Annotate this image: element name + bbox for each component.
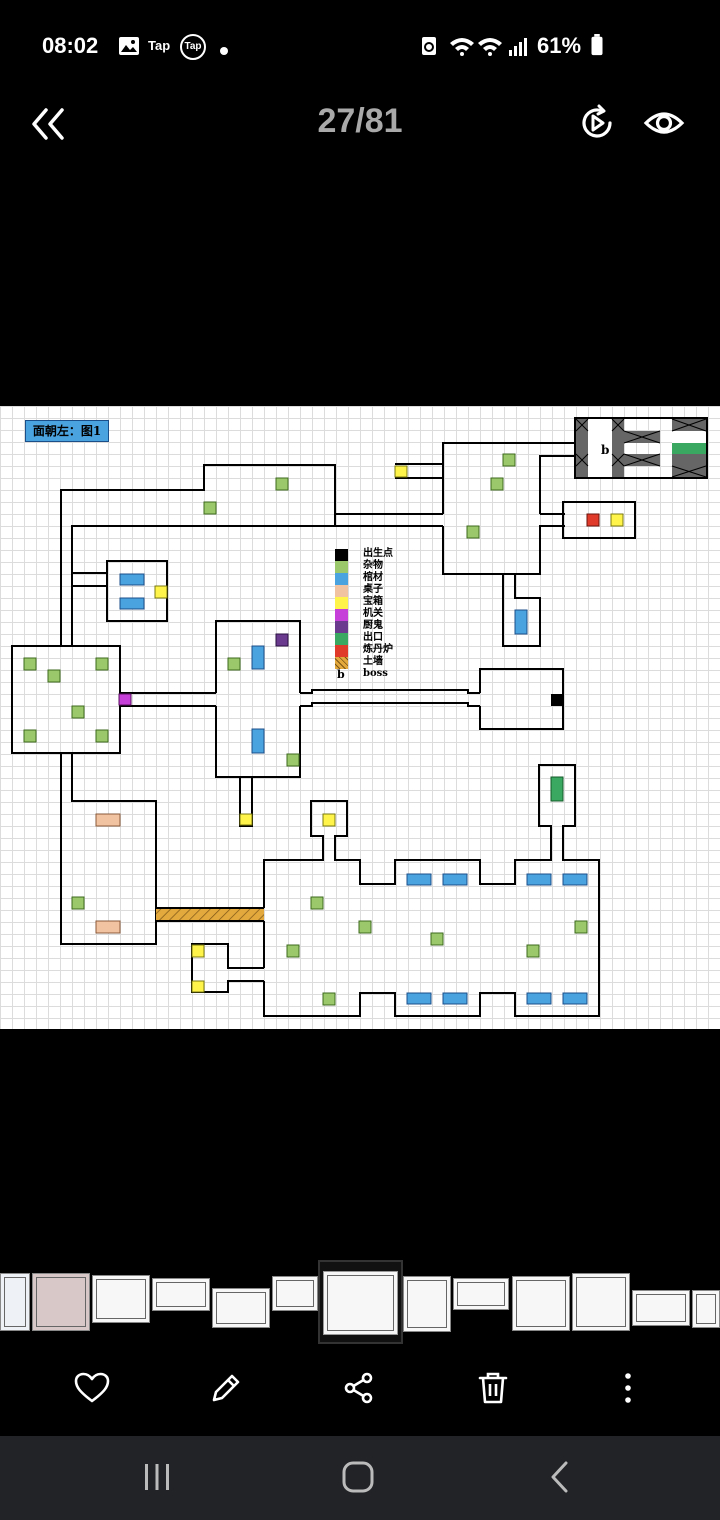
legend-swatch bbox=[335, 645, 348, 657]
wifi-warning-icon bbox=[450, 38, 474, 56]
legend-swatch bbox=[335, 585, 348, 597]
thumbnail[interactable] bbox=[272, 1276, 318, 1311]
thumbnail[interactable] bbox=[572, 1273, 630, 1331]
recent-apps-button[interactable] bbox=[127, 1454, 187, 1500]
thumbnail[interactable] bbox=[0, 1273, 30, 1331]
battery-icon bbox=[591, 34, 603, 56]
thumbnail[interactable] bbox=[512, 1276, 570, 1331]
page-counter: 27/81 bbox=[317, 102, 403, 140]
back-button[interactable] bbox=[22, 100, 74, 148]
navigation-bar bbox=[0, 1436, 720, 1520]
legend-label: 出生点 bbox=[363, 548, 393, 559]
mechanism-marker bbox=[118, 693, 132, 706]
legend-label: 桌子 bbox=[363, 584, 383, 595]
thumbnail-selected[interactable] bbox=[318, 1260, 403, 1344]
exit-marker bbox=[550, 776, 564, 802]
map-title: 面朝左：图1 bbox=[25, 420, 109, 442]
map-image[interactable]: b bbox=[0, 406, 720, 1029]
chest-markers bbox=[154, 465, 624, 993]
legend-swatch bbox=[335, 633, 348, 645]
tap-app-icon: Tap bbox=[148, 38, 171, 53]
legend-swatch bbox=[335, 597, 348, 609]
home-button[interactable] bbox=[328, 1454, 388, 1500]
thumbnail[interactable] bbox=[323, 1271, 398, 1335]
delete-button[interactable] bbox=[465, 1365, 521, 1411]
legend-symbol: b bbox=[337, 668, 345, 681]
wifi-icon bbox=[478, 38, 502, 56]
legend-swatch bbox=[335, 561, 348, 573]
more-options-button[interactable] bbox=[600, 1365, 656, 1411]
legend-label: 棺材 bbox=[363, 572, 383, 583]
legend-label: 土墙 bbox=[363, 656, 383, 667]
heart-icon bbox=[74, 1372, 110, 1403]
thumbnail[interactable] bbox=[212, 1288, 270, 1328]
thumbnail[interactable] bbox=[152, 1278, 210, 1311]
boss-marker: b bbox=[601, 443, 609, 457]
legend-swatch bbox=[335, 657, 348, 669]
rotate-play-icon bbox=[582, 104, 612, 138]
trash-icon bbox=[478, 1372, 508, 1404]
thumbnail[interactable] bbox=[403, 1276, 451, 1332]
more-vertical-icon bbox=[625, 1373, 631, 1403]
thumbnail[interactable] bbox=[92, 1275, 150, 1323]
tap-app-icon-2: Tap bbox=[180, 34, 206, 60]
gallery-icon bbox=[119, 37, 139, 55]
signal-icon bbox=[509, 38, 527, 56]
thumbnail-strip[interactable] bbox=[0, 1258, 720, 1348]
status-time: 08:02 bbox=[42, 33, 99, 58]
legend-label: 出口 bbox=[363, 632, 383, 643]
eye-button[interactable] bbox=[640, 100, 688, 146]
thumbnail[interactable] bbox=[632, 1290, 690, 1326]
dirt-wall bbox=[156, 909, 264, 920]
recycle-icon bbox=[422, 37, 436, 55]
ghost-marker bbox=[275, 633, 289, 647]
legend-swatch bbox=[335, 573, 348, 585]
legend-swatch bbox=[335, 609, 348, 621]
legend-label: 炼丹炉 bbox=[363, 644, 393, 655]
legend-label: boss bbox=[363, 668, 388, 679]
share-button[interactable] bbox=[331, 1365, 387, 1411]
status-bar: 08:02 Tap Tap 61% bbox=[0, 0, 720, 90]
like-button[interactable] bbox=[64, 1365, 120, 1411]
legend-label: 厨鬼 bbox=[363, 620, 383, 631]
wall-top-corridor bbox=[71, 525, 443, 646]
legend-swatch bbox=[335, 621, 348, 633]
share-icon bbox=[344, 1372, 373, 1404]
boss-area: b bbox=[575, 418, 707, 478]
legend-label: 机关 bbox=[363, 608, 383, 619]
eye-icon bbox=[643, 112, 685, 134]
chevron-left-icon bbox=[551, 1461, 568, 1493]
legend-label: 宝箱 bbox=[363, 596, 383, 607]
thumbnail[interactable] bbox=[32, 1273, 90, 1331]
table-markers bbox=[95, 813, 121, 934]
furnace-marker bbox=[586, 513, 600, 527]
edit-button[interactable] bbox=[198, 1365, 254, 1411]
legend-label: 杂物 bbox=[363, 560, 383, 571]
map-drawing: b bbox=[11, 417, 708, 1017]
thumbnail[interactable] bbox=[692, 1290, 720, 1328]
clutter-markers bbox=[23, 453, 588, 1006]
pencil-icon bbox=[212, 1374, 240, 1402]
double-chevron-left-icon bbox=[32, 108, 64, 140]
thumbnail[interactable] bbox=[453, 1278, 509, 1310]
home-icon bbox=[342, 1461, 374, 1493]
dot-icon bbox=[220, 47, 228, 55]
rotate-play-button[interactable] bbox=[574, 100, 620, 146]
coffin-markers bbox=[119, 573, 588, 1005]
nav-back-button[interactable] bbox=[530, 1454, 590, 1500]
legend-swatch bbox=[335, 549, 348, 561]
recent-apps-icon bbox=[145, 1464, 169, 1490]
spawn-marker bbox=[551, 694, 563, 706]
battery-percent: 61% bbox=[537, 33, 582, 58]
